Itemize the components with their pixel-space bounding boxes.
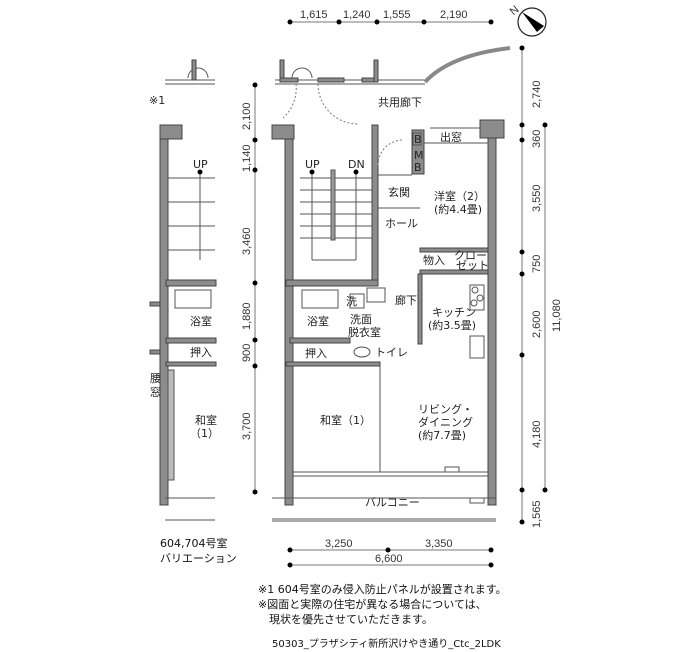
- footer-code: 50303_プラザシティ新所沢けやき通り_Ctc_2LDK: [272, 639, 501, 650]
- dim-label: 4,180: [531, 420, 543, 448]
- kitchen-size: (約3.5畳): [428, 318, 476, 332]
- top-dimension-chain: 1,615 1,240 1,555 2,190: [287, 9, 494, 25]
- fixtures: B M B: [301, 132, 485, 504]
- dim-label: 360: [531, 130, 543, 148]
- bay-window-label: 出窓: [440, 130, 462, 144]
- corridor: 共用廊下: [275, 46, 511, 125]
- dim-total-label: 11,080: [551, 299, 563, 332]
- dim-label: 1,615: [300, 9, 328, 21]
- dim-label: 900: [241, 344, 253, 362]
- variation-bath-label: 浴室: [190, 314, 212, 328]
- variation-japanese-label: 和室: [195, 413, 217, 427]
- room-labels: 出窓 玄関 ホール 洋室（2） (約4.4畳) 物入 クロー ゼット 洗 廊下 …: [305, 130, 489, 509]
- dim-label: 1,555: [383, 9, 411, 21]
- right-dimension-chain: 2,740 360 3,550 750 2,600 4,180 1,565 11…: [519, 45, 563, 528]
- washroom-label-2: 脱衣室: [348, 325, 381, 339]
- western-room-2-size: (約4.4畳): [434, 202, 482, 216]
- dim-label: 2,190: [440, 9, 468, 21]
- variation-caption-1: 604,704号室: [160, 537, 228, 550]
- north-compass-icon: N: [508, 4, 547, 37]
- hall-label: ホール: [385, 217, 418, 230]
- dim-label: 2,100: [241, 102, 253, 130]
- koshimado-label-2: 窓: [150, 385, 161, 399]
- variation-oshiire-label: 押入: [190, 345, 212, 359]
- variation-japanese-num: （1）: [190, 427, 219, 440]
- dim-label: 3,350: [425, 538, 453, 550]
- storage-label: 物入: [423, 253, 445, 267]
- note-2: ※図面と実際の住宅が異なる場合については、: [258, 598, 487, 611]
- dim-label: 3,700: [241, 412, 253, 440]
- dim-label: 1,565: [531, 500, 543, 528]
- closet-label-1: クロー: [454, 249, 487, 262]
- living-size: (約7.7畳): [418, 428, 466, 442]
- note-3: 現状を優先させていただきます。: [258, 613, 433, 626]
- kitchen-label: キッチン: [432, 306, 476, 319]
- dim-label: 2,600: [531, 310, 543, 338]
- hallway-label: 廊下: [395, 293, 417, 307]
- washroom-label-1: 洗面: [350, 313, 372, 326]
- mb-b-label: B: [414, 133, 422, 146]
- entrance-label: 玄関: [388, 185, 410, 199]
- unit-walls: [271, 119, 505, 522]
- japanese-room-1-label: 和室（1）: [320, 413, 371, 427]
- balcony-label: バルコニー: [365, 496, 420, 509]
- variation-plan: ※1 UP 浴室 押入 腰 窓 和室 （1）: [149, 59, 219, 521]
- dim-label: 750: [531, 255, 543, 273]
- dim-label: 1,140: [241, 144, 253, 172]
- closet-label-2: ゼット: [456, 259, 489, 272]
- washer-label: 洗: [346, 295, 357, 308]
- dim-total-label: 6,600: [375, 553, 403, 565]
- dim-label: 2,740: [531, 80, 543, 108]
- staircase: UP DN: [300, 158, 372, 261]
- dim-label: 1,240: [343, 9, 371, 21]
- living-label-1: リビング・: [418, 402, 473, 416]
- dim-label: 3,250: [325, 538, 353, 550]
- koshimado-label-1: 腰: [150, 372, 161, 385]
- living-label-2: ダイニング: [418, 415, 473, 429]
- western-room-2-label: 洋室（2）: [434, 189, 485, 203]
- dim-label: 1,880: [241, 302, 253, 330]
- bottom-dimension-chain: 3,250 3,350 6,600: [287, 538, 494, 568]
- variation-note-mark: ※1: [149, 94, 165, 107]
- toilet-label: トイレ: [375, 346, 408, 359]
- mb-m-label: M: [414, 149, 424, 162]
- variation-up-label: UP: [193, 158, 208, 171]
- dim-label: 3,550: [531, 184, 543, 212]
- left-dimension-chain: 2,100 1,140 3,460 1,880 900 3,700: [241, 82, 258, 495]
- oshiire-label: 押入: [305, 346, 327, 360]
- stair-down-label: DN: [348, 158, 365, 171]
- mb-b-label-2: B: [414, 161, 422, 174]
- stair-up-label: UP: [305, 158, 320, 171]
- dim-label: 3,460: [241, 227, 253, 255]
- note-1: ※1 604号室のみ侵入防止パネルが設置されます。: [258, 583, 507, 596]
- bathroom-label: 浴室: [307, 314, 329, 328]
- variation-caption-2: バリエーション: [160, 552, 237, 565]
- corridor-label: 共用廊下: [378, 95, 422, 109]
